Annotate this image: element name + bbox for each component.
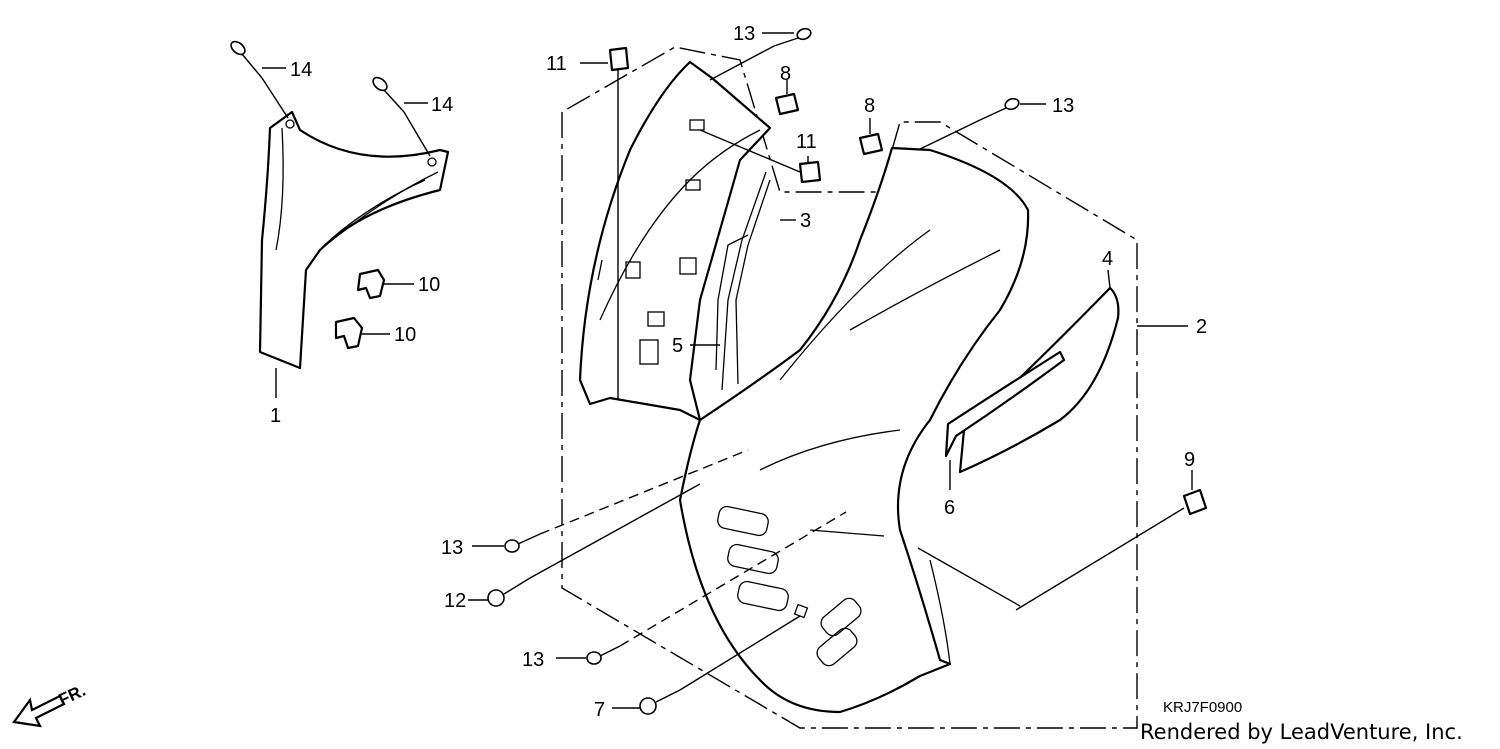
callout-13: 13 [522,649,544,671]
part-7-flange-bolt [612,603,809,715]
part-9-clip [1015,470,1208,611]
callout-8: 8 [864,95,875,117]
callout-6: 6 [944,497,955,519]
callout-10: 10 [394,324,416,346]
callout-13: 13 [1052,95,1074,117]
callout-1: 1 [270,405,281,427]
callout-9: 9 [1184,449,1195,471]
part-12-flange-bolt [468,483,701,607]
part-5-seal-strip [690,171,771,391]
callout-10: 10 [418,274,440,296]
callout-3: 3 [800,210,811,232]
part-10-clip-lower [334,316,390,350]
part-11-clip-a [580,46,630,400]
callout-5: 5 [672,335,683,357]
part-8-nut-a [774,80,800,116]
part-6-trim-strip [944,350,1066,490]
callout-14: 14 [431,94,453,116]
callout-labels: 14 14 10 10 1 11 13 8 8 11 13 3 4 2 5 6 … [270,23,1207,721]
part-13-bolt-lower [556,511,847,665]
callout-11: 11 [546,53,567,75]
callout-2: 2 [1196,316,1207,338]
part-3-inner-panel [578,60,796,422]
callout-12: 12 [444,590,466,612]
part-13-bolt-right [917,97,1046,151]
callout-4: 4 [1102,248,1113,270]
part-8-nut-b [858,118,884,156]
part-13-bolt-left-mid [472,449,749,553]
callout-8: 8 [780,63,791,85]
callout-7: 7 [594,699,605,721]
callout-13: 13 [733,23,755,45]
part-14-screw-right [372,76,431,157]
callout-14: 14 [290,59,312,81]
part-2-front-cover [678,146,1188,714]
part-14-screw-left [230,40,289,119]
callout-11: 11 [796,131,817,153]
assembly-boundary [561,46,1138,729]
part-11-clip-b [699,129,822,184]
part-1-side-cover [258,110,450,398]
part-4-side-panel [958,269,1120,474]
front-direction-arrow: FR. [12,681,89,728]
part-13-bolt-top [709,27,812,81]
diagram-code: KRJ7F0900 [1163,699,1242,716]
credit-text: Rendered by LeadVenture, Inc. [1140,720,1463,744]
callout-13: 13 [441,537,463,559]
part-10-clip-upper [356,268,414,300]
